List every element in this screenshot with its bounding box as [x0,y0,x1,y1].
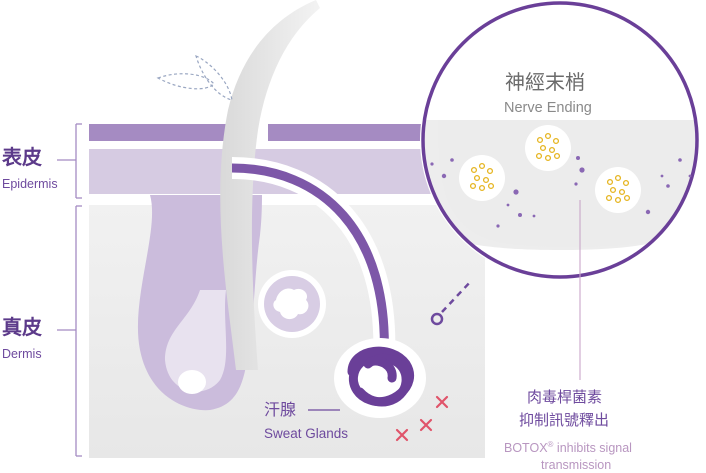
botox-registered-mark: ® [547,440,554,449]
botox-label-zh-line2: 抑制訊號釋出 [519,411,610,429]
dermis-label-zh: 真皮 [2,315,42,339]
sweat-duct [231,157,396,361]
epidermis-label-en: Epidermis [2,177,58,191]
sweat-glands-label-zh: 汗腺 [264,400,297,419]
vesicle-icon [459,125,641,213]
nerve-leader [430,279,473,326]
botox-en-rest: inhibits signal [553,441,632,456]
sweat-glands-label-en: Sweat Glands [264,426,349,441]
layer-brackets [57,123,82,457]
botox-brand: BOTOX [504,441,548,456]
nerve-ending-label-en: Nerve Ending [504,100,592,116]
sweat-gland [334,338,426,418]
botox-label-en-line2: transmission [541,458,612,472]
cross-icon [395,395,449,442]
botox-label-en-line1: BOTOX® inhibits signal [504,441,632,455]
dermis-label-en: Dermis [2,347,42,361]
sebaceous-gland [258,270,326,338]
sweat-drop-icon [156,54,233,101]
botox-molecules [430,156,692,228]
botox-label-zh-line1: 肉毒桿菌素 [527,388,603,406]
nerve-ending-label-zh: 神經末梢 [505,70,585,94]
hair-shaft [220,0,320,370]
epidermis-label-zh: 表皮 [2,145,42,169]
